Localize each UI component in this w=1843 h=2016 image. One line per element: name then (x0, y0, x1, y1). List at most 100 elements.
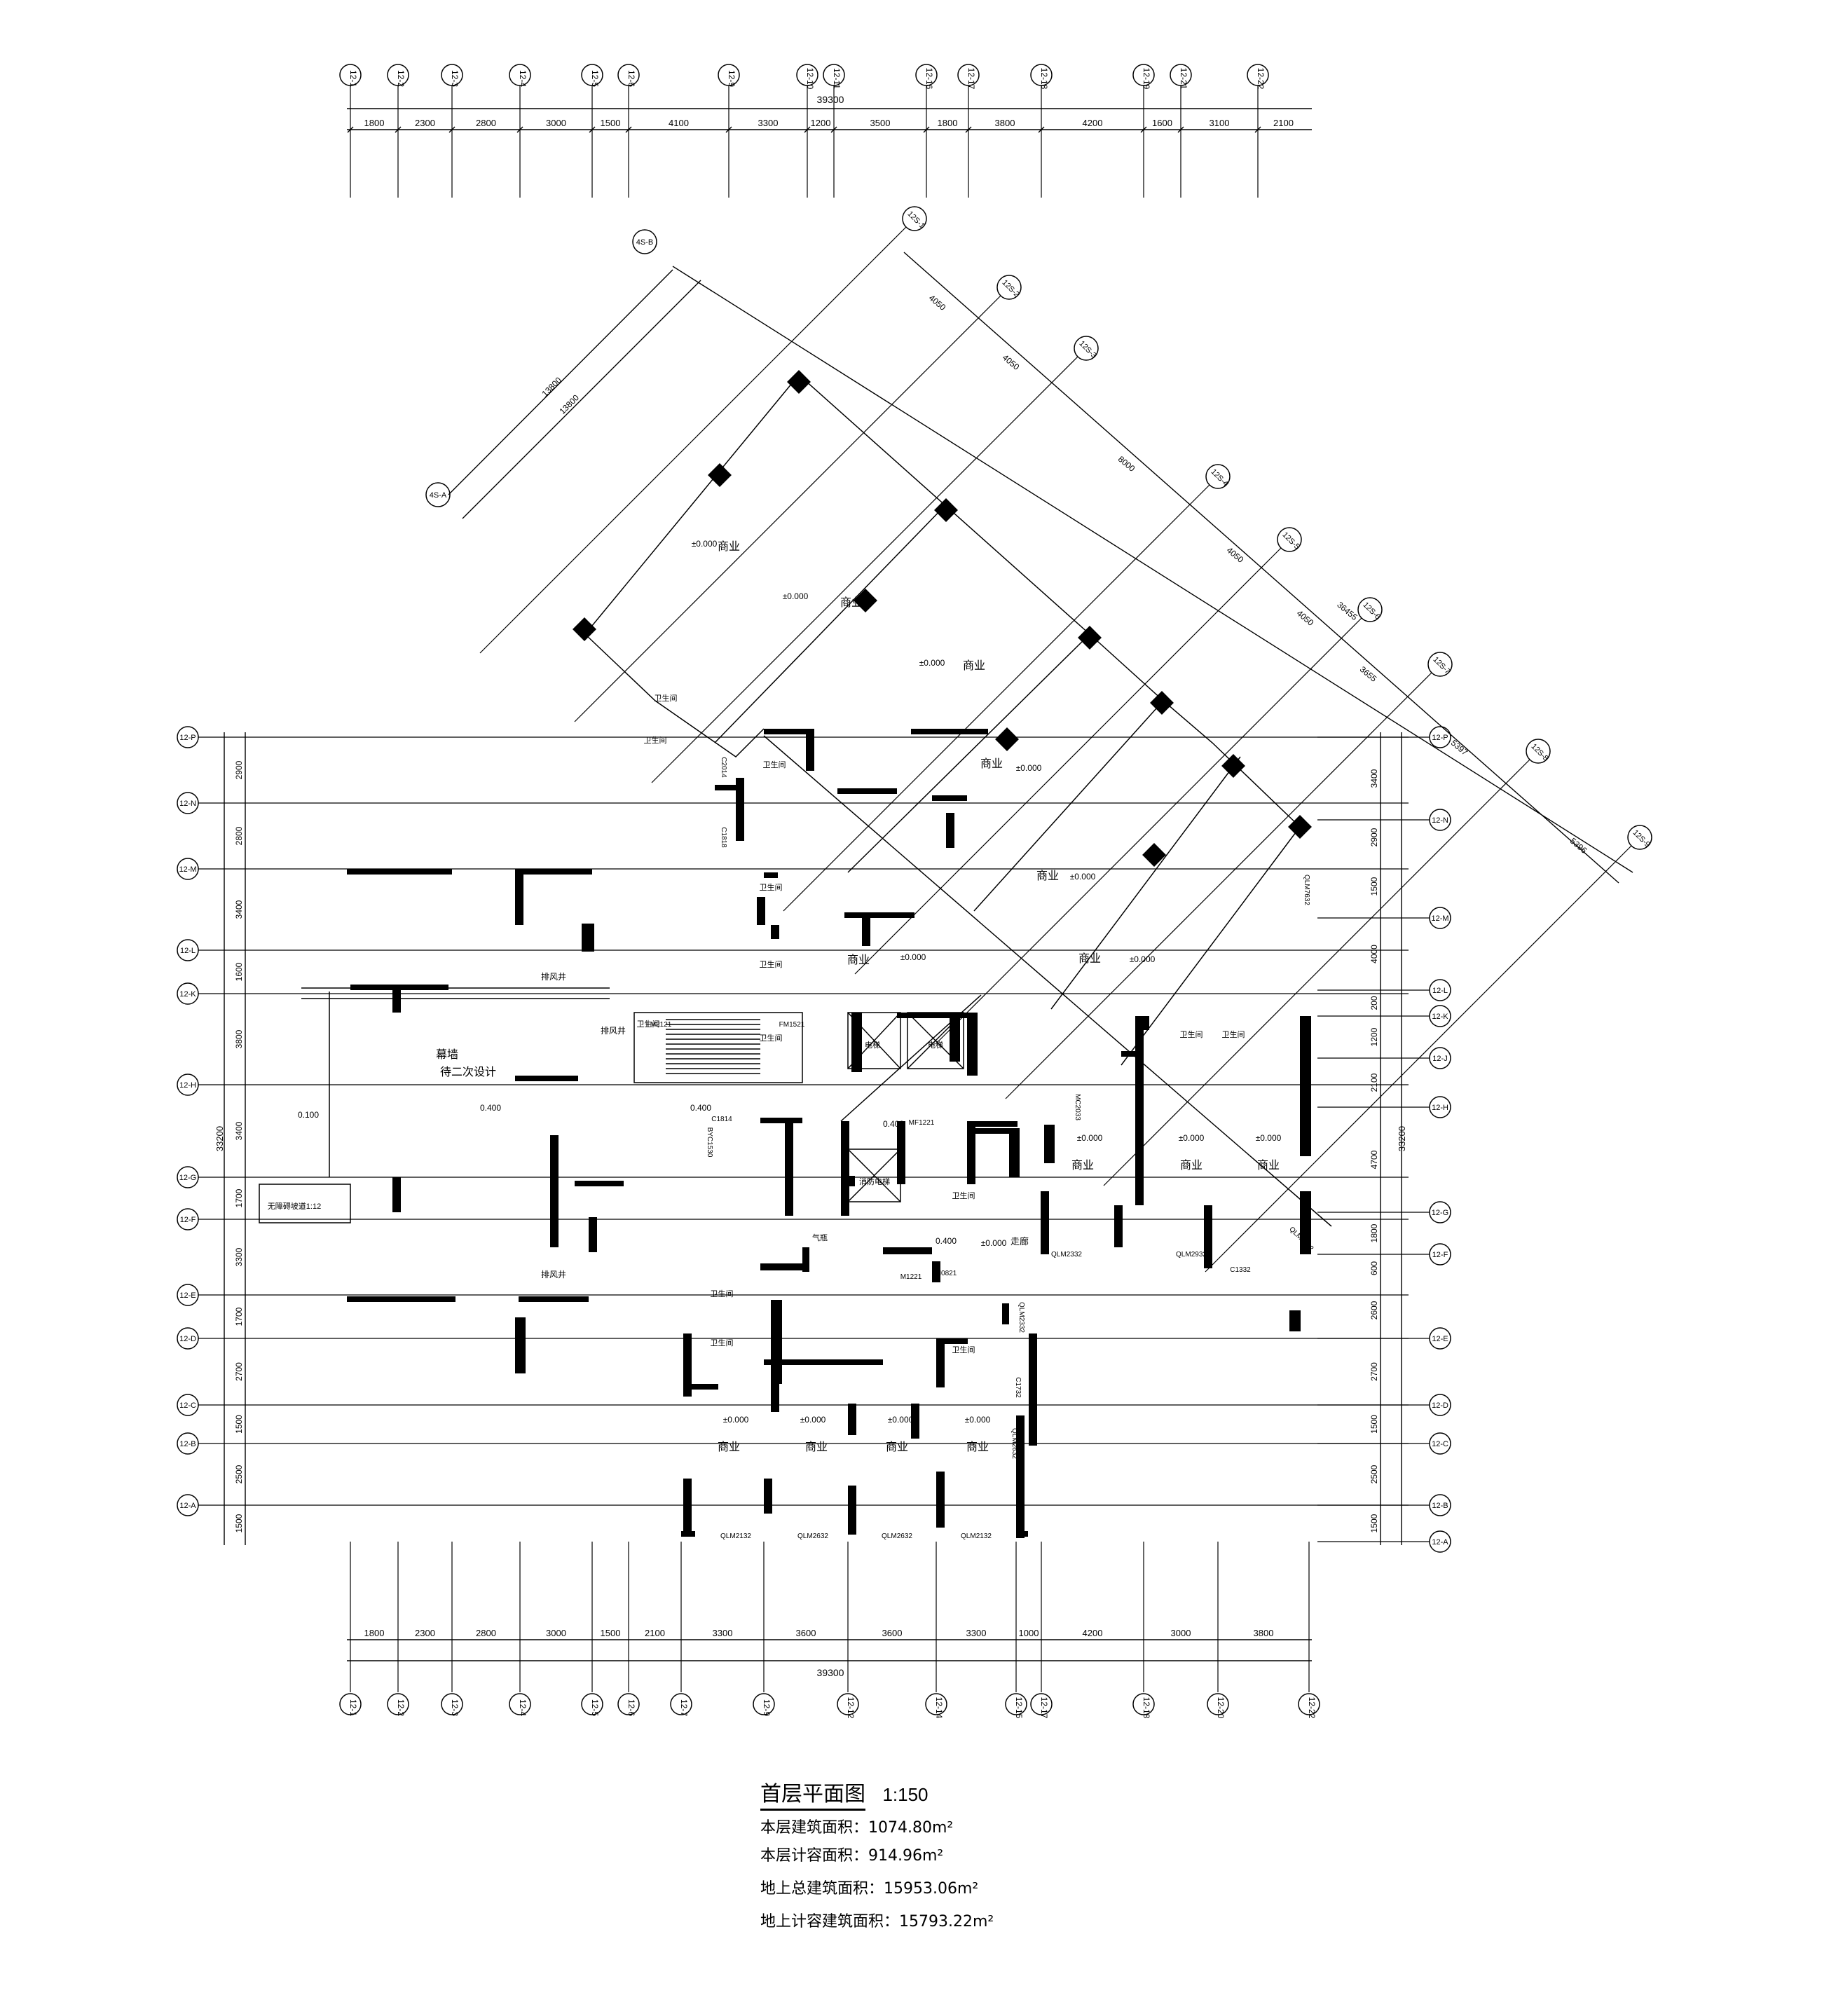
axis-label: 12-3 (450, 1699, 460, 1716)
axis-bubble (718, 64, 740, 86)
right-dim-text: 2600 (1369, 1301, 1379, 1319)
tick (923, 126, 930, 133)
diag-axis-line (574, 294, 1003, 722)
door-tag: QLM2132 (961, 1532, 992, 1540)
right-dim-text: 600 (1369, 1261, 1379, 1275)
axis-label: 12-21 (1179, 68, 1188, 90)
wall-segment (406, 1296, 455, 1302)
axis-bubble (177, 1394, 199, 1416)
wall-segment (932, 795, 967, 801)
left-dim-text: 2700 (234, 1362, 244, 1381)
door-tag: MF1221 (909, 1119, 935, 1127)
tick (965, 126, 972, 133)
wall-segment (911, 1404, 919, 1439)
axis-bubble (387, 64, 409, 86)
column (1142, 843, 1166, 867)
axis-label: 12-2 (396, 1699, 406, 1716)
bottom-dim-text: 1500 (601, 1628, 621, 1638)
axis-label: 12-17 (1039, 1697, 1049, 1719)
axis-bubble (177, 982, 199, 1005)
wall-segment (550, 1135, 559, 1247)
toilet-label: 卫生间 (760, 882, 783, 892)
column (1288, 815, 1312, 839)
axis-bubble (1429, 1047, 1451, 1069)
bottom-dim-text: 3000 (546, 1628, 566, 1638)
rotated-outline (584, 374, 800, 757)
axis-bubble (339, 64, 362, 86)
axis-bubble (617, 1693, 640, 1715)
stair (633, 1012, 803, 1083)
axis-bubble (1429, 1530, 1451, 1553)
axis-label: 12-D (179, 1335, 196, 1343)
elevator-cross (847, 1012, 901, 1069)
elevator-label: 电梯 (865, 1041, 880, 1050)
axis-bubble (1170, 64, 1192, 86)
elevator-shaft (847, 1012, 901, 1069)
wall-segment (715, 785, 739, 790)
axis-label: 12-11 (832, 68, 842, 89)
area-line: 地上计容建筑面积：15793.22m² (760, 1909, 994, 1931)
toilet-label: 卫生间 (711, 1289, 734, 1298)
axis-bubble (1429, 1394, 1451, 1416)
axis-label: 12-5 (590, 70, 600, 87)
tick (1038, 126, 1045, 133)
room-label: 商业 (1078, 952, 1101, 965)
axis-label: 12-16 (924, 68, 934, 90)
wall-segment (1020, 1531, 1028, 1537)
door-tag: QLM2932 (1176, 1251, 1207, 1259)
door-tag: BYC1530 (706, 1127, 713, 1158)
wall-segment (764, 729, 813, 734)
diag-left-dim-text: 13800 (557, 392, 581, 416)
top-dim-text: 2800 (476, 118, 496, 128)
drawing-scale: 1:150 (882, 1784, 929, 1805)
room-label: 商业 (980, 757, 1003, 770)
axis-label: 12-F (1432, 1251, 1448, 1259)
right-dim-text: 1200 (1369, 1027, 1379, 1046)
wall-segment (1016, 1415, 1025, 1538)
tick (1177, 126, 1184, 133)
axis-bubble (617, 64, 640, 86)
axis-label: 12-9 (727, 70, 736, 87)
axis-bubble (670, 1693, 692, 1715)
axis-label: 12-H (179, 1081, 196, 1090)
diag-dim-text: 8000 (1116, 454, 1137, 474)
axis-label: 12-1 (348, 1699, 358, 1716)
right-dim-text: 200 (1369, 996, 1379, 1010)
top-dim-text: 3500 (870, 118, 891, 128)
wall-segment (1204, 1205, 1212, 1268)
room-label: 商业 (966, 1441, 989, 1453)
wall-segment (681, 1531, 695, 1537)
axis-bubble (441, 1693, 463, 1715)
diag-left-dim (448, 269, 673, 495)
axis-bubble (177, 1208, 199, 1230)
area-label: 地上总建筑面积： (760, 1880, 884, 1898)
toilet-label: 卫生间 (952, 1191, 975, 1200)
axis-label: 12-D (1432, 1401, 1448, 1410)
level-mark: 0.400 (480, 1103, 501, 1113)
diag-axis-line (1005, 671, 1434, 1099)
axis-bubble (581, 1693, 603, 1715)
room-label: 商业 (1071, 1159, 1094, 1172)
level-mark: 0.100 (298, 1110, 319, 1120)
door-tag: QLM7632 (1303, 875, 1310, 905)
axis-bubble (387, 1693, 409, 1715)
area-line: 本层计容面积：914.96m² (760, 1843, 943, 1865)
axis-label: 12-N (1432, 816, 1448, 825)
axis-bubble (177, 1432, 199, 1455)
wall-segment (862, 918, 870, 946)
left-dim-text: 3800 (234, 1029, 244, 1048)
level-mark: 0.400 (690, 1103, 711, 1113)
axis-bubble (1429, 1327, 1451, 1350)
level-mark: ±0.000 (1130, 954, 1156, 964)
left-dim-text: 1700 (234, 1307, 244, 1326)
axis-bubble (177, 1494, 199, 1516)
level-mark: ±0.000 (981, 1238, 1007, 1248)
tick (725, 126, 732, 133)
toilet-label: 卫生间 (1180, 1029, 1203, 1039)
diag-dim-line2 (903, 252, 1619, 884)
wall-segment (936, 1338, 945, 1387)
wall-segment (1135, 1016, 1144, 1205)
wall-segment (841, 1121, 849, 1216)
level-mark: ±0.000 (1256, 1133, 1282, 1143)
axis-bubble (441, 64, 463, 86)
